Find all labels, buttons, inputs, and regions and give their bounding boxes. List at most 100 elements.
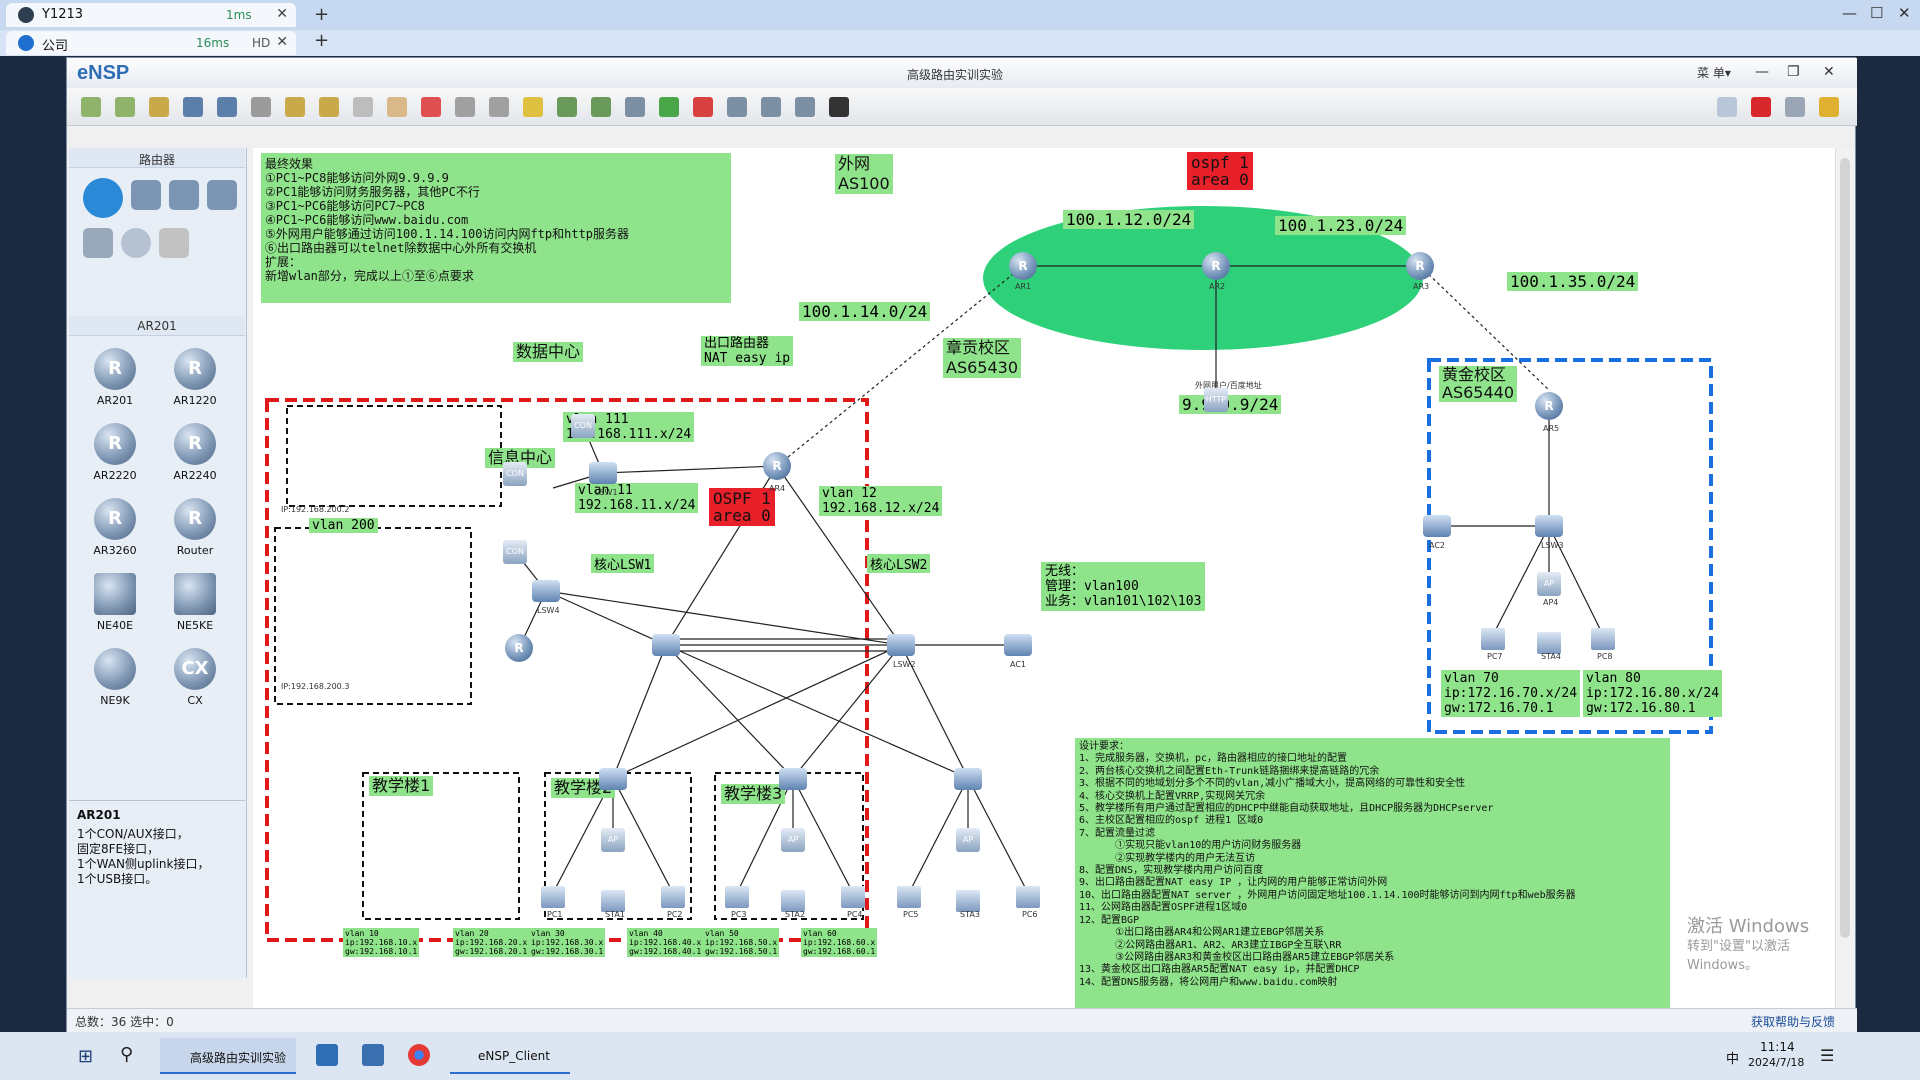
ftp-web-server[interactable]: CON [571,414,595,438]
close-window-icon[interactable]: ✕ [1898,4,1911,22]
minimize-icon[interactable]: — [1842,4,1857,22]
switch-category-icon[interactable] [131,180,161,210]
access-controller-ac2[interactable] [1423,515,1451,537]
router-ar5[interactable]: R [1535,392,1563,420]
pc4[interactable] [841,886,865,908]
chrome-icon[interactable] [408,1044,430,1066]
switch-lsw1[interactable] [589,462,617,484]
taskbar-item-project[interactable]: 高级路由实训实验 [160,1038,296,1074]
ap1[interactable]: AP [601,828,625,852]
start-device-icon[interactable] [659,97,679,117]
minimize-icon[interactable]: — [1755,64,1769,80]
stop-device-icon[interactable] [693,97,713,117]
redo-icon[interactable] [319,97,339,117]
cli-icon[interactable] [727,97,747,117]
sta1[interactable] [601,890,625,912]
help-feedback-link[interactable]: 获取帮助与反馈 [1751,1015,1836,1029]
shape-icon[interactable] [523,97,543,117]
pc1[interactable] [541,886,565,908]
router-ar2[interactable]: R [1202,252,1230,280]
external-server[interactable]: HTTP [1204,388,1228,412]
browser-tab-company[interactable]: 公司 16ms HD ✕ [6,31,296,55]
clock-time[interactable]: 11:14 [1760,1040,1795,1054]
new-tab-button[interactable]: + [314,30,330,51]
close-tab-icon[interactable]: ✕ [276,34,288,50]
taskbar-item-ensp[interactable]: eNSP_Client [450,1038,570,1074]
switch-lsw3[interactable] [1535,515,1563,537]
new-tab-button[interactable]: + [314,4,330,25]
pc2[interactable] [661,886,685,908]
sta4[interactable] [1537,632,1561,654]
finance-server[interactable]: CON [503,462,527,486]
cloud-category-icon[interactable] [121,228,151,258]
vertical-scrollbar[interactable] [1835,148,1855,1008]
dns-server[interactable]: CON [503,540,527,564]
topology-icon[interactable] [829,97,849,117]
topology-canvas[interactable]: 最终效果 ①PC1~PC8能够访问外网9.9.9.9 ②PC1能够访问财务服务器… [253,148,1835,1008]
open-icon[interactable] [149,97,169,117]
pan-hand-icon[interactable] [387,97,407,117]
close-tab-icon[interactable]: ✕ [276,6,288,22]
undo-icon[interactable] [285,97,305,117]
core-switch-lsw1[interactable] [652,634,680,656]
maximize-icon[interactable]: ☐ [1870,4,1884,22]
cable-category-icon[interactable] [159,228,189,258]
scroll-thumb[interactable] [1840,158,1850,938]
browser-tab-y1213[interactable]: Y1213 1ms ✕ [6,3,296,27]
select-icon[interactable] [353,97,373,117]
save-as-icon[interactable] [217,97,237,117]
core-switch-lsw2[interactable] [887,634,915,656]
grid-icon[interactable] [795,97,815,117]
save-icon[interactable] [183,97,203,117]
switch-building1[interactable] [599,768,627,790]
fit-icon[interactable] [625,97,645,117]
close-icon[interactable]: ✕ [1823,64,1835,80]
sta2[interactable] [781,890,805,912]
firewall-category-icon[interactable] [207,180,237,210]
text-icon[interactable] [489,97,509,117]
huawei-logo-icon[interactable] [1751,97,1771,117]
switch-lsw4[interactable] [532,580,560,602]
pc6[interactable] [1016,886,1040,908]
chat-icon[interactable] [1717,97,1737,117]
device-ne40e[interactable]: NE40E [77,573,153,632]
start-icon[interactable]: ⊞ [78,1046,94,1067]
print-icon[interactable] [251,97,271,117]
menu-button[interactable]: 菜 单▾ [1697,66,1731,80]
endpoint-category-icon[interactable] [83,228,113,258]
ap2[interactable]: AP [781,828,805,852]
mail-icon[interactable] [362,1044,384,1066]
delete-icon[interactable] [421,97,441,117]
capture-icon[interactable] [761,97,781,117]
router-ar4[interactable]: R [763,452,791,480]
restore-icon[interactable]: ❐ [1787,64,1800,80]
ap4[interactable]: AP [1537,572,1561,596]
help-icon[interactable] [1819,97,1839,117]
new-example-icon[interactable] [115,97,135,117]
wlan-category-icon[interactable] [169,180,199,210]
zoom-out-icon[interactable] [591,97,611,117]
settings-gear-icon[interactable] [1785,97,1805,117]
pc3[interactable] [725,886,749,908]
ime-indicator[interactable]: 中 [1726,1052,1740,1067]
pc8[interactable] [1591,628,1615,650]
access-controller-ac1[interactable] [1004,634,1032,656]
router-ar1[interactable]: R [1009,252,1037,280]
switch-building2[interactable] [779,768,807,790]
notification-icon[interactable]: ☰ [1820,1046,1835,1065]
ap3[interactable]: AP [956,828,980,852]
search-icon[interactable]: ⚲ [120,1044,134,1065]
new-topology-icon[interactable] [81,97,101,117]
store-icon[interactable] [316,1044,338,1066]
device-ne5ke[interactable]: NE5KE [157,573,233,632]
sta3[interactable] [956,890,980,912]
router-category-icon[interactable] [83,178,123,218]
clock-date[interactable]: 2024/7/18 [1748,1056,1805,1069]
device-ne9k[interactable]: NE9K [77,648,153,707]
